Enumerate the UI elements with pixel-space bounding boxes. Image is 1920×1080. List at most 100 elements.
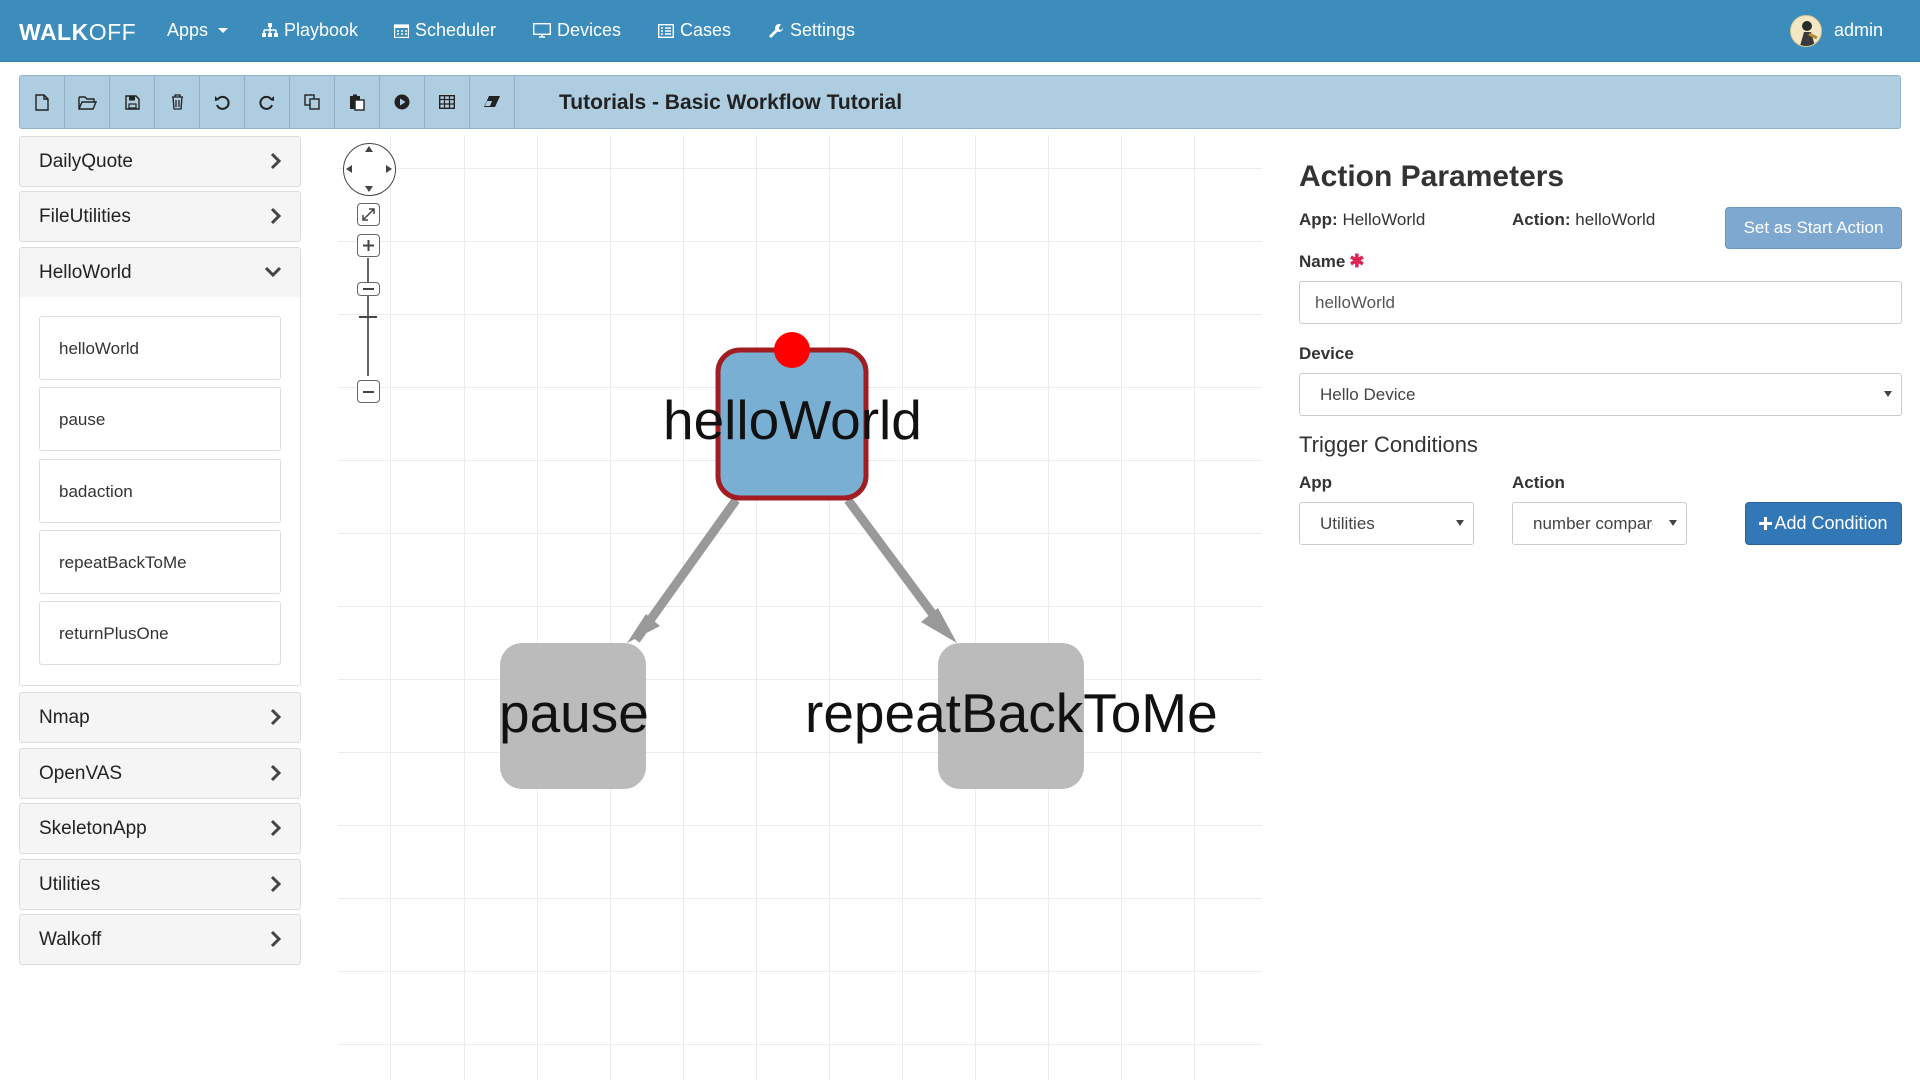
paste-icon [350,94,365,111]
add-condition-button[interactable]: Add Condition [1745,502,1902,545]
node-label: repeatBackToMe [805,682,1218,744]
node-pause[interactable] [500,643,646,789]
zoom-in-button[interactable] [357,234,380,257]
delete-workflow-button[interactable] [155,76,200,128]
copy-button[interactable] [290,76,335,128]
action-item[interactable]: pause [39,387,281,451]
app-panel-openvas[interactable]: OpenVAS [19,748,301,799]
pan-arrows-icon [346,146,392,192]
app-panel-helloworld[interactable]: HelloWorld [19,247,301,298]
nav-playbook-label: Playbook [284,20,359,40]
app-panel-nmap[interactable]: Nmap [19,692,301,743]
device-label: Device [1299,344,1354,363]
redo-icon [259,95,274,110]
zoom-level-marker [359,316,377,318]
open-folder-icon [77,95,97,110]
copy-icon [304,94,320,110]
app-panel-skeletonapp[interactable]: SkeletonApp [19,803,301,854]
required-icon: ✱ [1349,251,1365,271]
action-item[interactable]: returnPlusOne [39,601,281,665]
app-panel-dailyquote[interactable]: DailyQuote [19,136,301,187]
dropdown-arrow-icon [1884,391,1892,397]
set-start-action-button[interactable]: Set as Start Action [1725,207,1902,249]
app-name: OpenVAS [39,763,123,784]
undo-button[interactable] [200,76,245,128]
nav-apps[interactable]: Apps [167,20,229,41]
arrowhead-icon [627,614,660,643]
action-parameters-title: Action Parameters [1299,160,1565,193]
grid-line [683,135,684,1080]
node-label: pause [499,682,649,744]
edge-helloworld-pause[interactable] [632,497,740,643]
undo-icon [215,95,230,110]
grid-line [338,168,1262,169]
grid-line [338,241,1262,242]
new-file-icon [35,93,49,111]
nav-settings[interactable]: Settings [768,20,855,41]
chevron-right-icon [270,207,282,225]
action-item[interactable]: helloWorld [39,316,281,380]
action-item[interactable]: badaction [39,459,281,523]
variables-button[interactable] [425,76,470,128]
edge-helloworld-repeatbacktome[interactable] [844,497,950,635]
arrowhead-icon [921,608,957,643]
clear-results-button[interactable] [470,76,515,128]
nav-devices[interactable]: Devices [533,20,621,41]
save-workflow-button[interactable] [110,76,155,128]
action-item[interactable]: repeatBackToMe [39,530,281,594]
device-select[interactable]: Hello Device [1299,373,1902,416]
nav-settings-label: Settings [790,20,856,40]
new-workflow-button[interactable] [20,76,65,128]
zoom-out-button[interactable] [357,380,380,403]
app-name: SkeletonApp [39,818,147,839]
app-panel-walkoff[interactable]: Walkoff [19,914,301,965]
action-meta: Action: helloWorld [1512,210,1656,229]
expand-icon [362,208,375,221]
nav-cases-label: Cases [680,20,732,40]
app-name: HelloWorld [39,262,132,283]
fit-button[interactable] [357,203,380,226]
table-icon [439,95,455,109]
grid-line [1194,135,1195,1080]
pan-control[interactable] [343,143,396,196]
grid-line [537,135,538,1080]
grid-line [338,898,1262,899]
user-avatar[interactable] [1790,15,1822,47]
redo-button[interactable] [245,76,290,128]
grid-line [338,314,1262,315]
open-workflow-button[interactable] [65,76,110,128]
grid-line [338,606,1262,607]
action-name-input[interactable]: helloWorld [1299,281,1902,324]
chevron-right-icon [270,152,282,170]
app-panel-fileutilities[interactable]: FileUtilities [19,191,301,242]
grid-line [756,135,757,1080]
avatar-icon [1800,21,1818,46]
paste-button[interactable] [335,76,380,128]
trigger-action-select[interactable]: number compare [1512,502,1687,545]
zoom-slider-handle[interactable] [357,282,380,296]
workflow-canvas[interactable] [338,135,1262,1080]
user-menu[interactable]: admin [1834,20,1884,40]
dropdown-arrow-icon [1669,520,1677,526]
nav-cases[interactable]: Cases [658,20,731,41]
minus-icon [363,390,374,393]
calendar-icon [394,24,409,38]
app-meta: App: HelloWorld [1299,210,1426,229]
node-repeatbacktome[interactable] [938,643,1084,789]
execute-workflow-button[interactable] [380,76,425,128]
grid-line [338,752,1262,753]
save-icon [124,94,140,110]
plus-icon [1759,517,1773,530]
trigger-app-select[interactable]: Utilities [1299,502,1474,545]
grid-line [390,135,391,1080]
eraser-icon [484,96,500,107]
nav-playbook[interactable]: Playbook [262,20,358,41]
nav-scheduler[interactable]: Scheduler [394,20,496,41]
grid-line [338,679,1262,680]
brand-logo[interactable]: WALKOFF [19,19,137,45]
grid-line [975,135,976,1080]
app-name: FileUtilities [39,206,131,227]
workflow-title: Tutorials - Basic Workflow Tutorial [559,91,903,114]
app-panel-utilities[interactable]: Utilities [19,859,301,910]
wrench-icon [769,23,783,38]
